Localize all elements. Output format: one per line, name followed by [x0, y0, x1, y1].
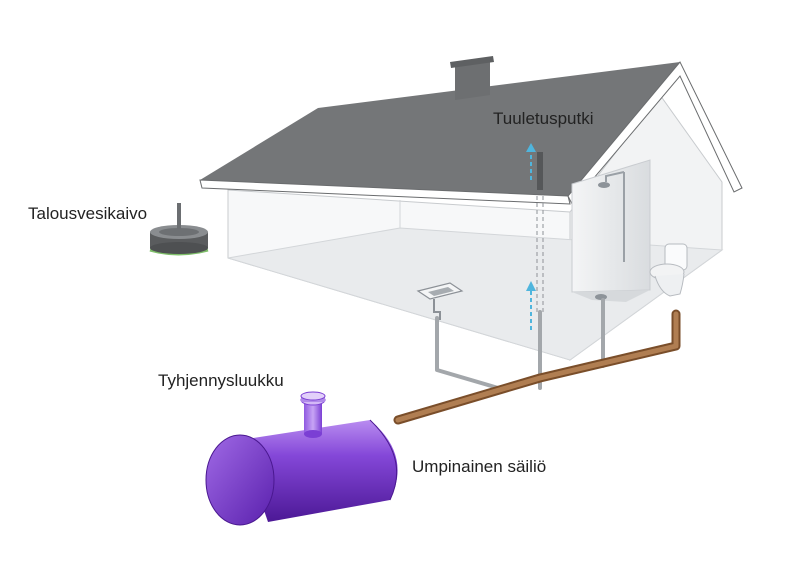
water-well-icon: [149, 203, 209, 256]
label-vent-pipe: Tuuletusputki: [493, 109, 594, 128]
vent-arrow-lower-head: [526, 281, 536, 291]
shower-head-icon: [598, 182, 610, 188]
sewer-pipe: [393, 309, 681, 425]
drain-hatch-icon: [300, 391, 326, 438]
label-water-well: Talousvesikaivo: [28, 204, 148, 223]
label-closed-tank: Umpinainen säiliö: [412, 457, 547, 476]
chimney: [450, 56, 494, 100]
vent-pipe: [526, 143, 544, 330]
floor-drain-icon: [595, 294, 607, 300]
roof-eave-trim: [199, 179, 571, 205]
label-drain-hatch: Tyhjennysluukku: [158, 371, 284, 390]
roof: [199, 56, 743, 205]
toilet-icon: [649, 243, 688, 297]
holding-tank-icon: [205, 391, 398, 526]
vent-arrow-upper-head: [526, 143, 536, 152]
kitchen-sink-icon: [416, 282, 464, 320]
roof-surface: [200, 62, 680, 196]
shower-cabin: [571, 159, 651, 302]
